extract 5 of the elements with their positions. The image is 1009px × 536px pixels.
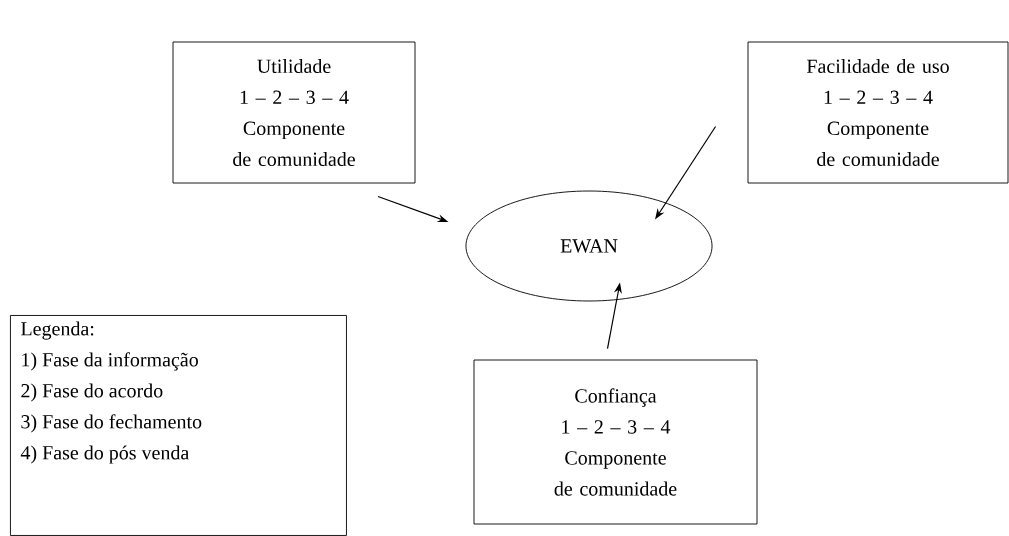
ellipse-node: EWAN	[465, 190, 713, 302]
text-box: Utilidade 1 – 2 – 3 – 4 Componente de comunidade	[172, 41, 416, 184]
legend-box: Legenda: 1) Fase da informação 2) Fase do acordo 3) Fase do fechamento 4) Fase do pós venda	[10, 315, 347, 536]
text-box: Facilidade de uso 1 – 2 – 3 – 4 Componente de comunidade	[747, 41, 1009, 184]
text-box: Confiança 1 – 2 – 3 – 4 Componente de comunidade	[473, 359, 758, 525]
